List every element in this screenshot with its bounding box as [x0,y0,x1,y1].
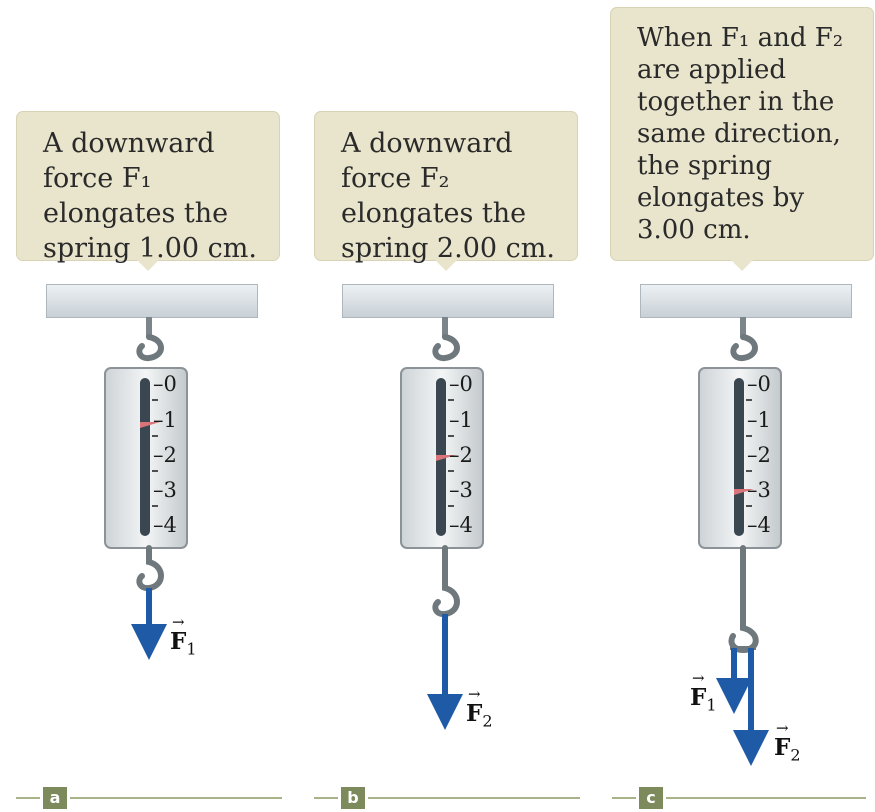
scale-a-tick-2: –2 [153,443,177,467]
scale-a-tick-4: –4 [153,513,177,537]
force-label-c-f2: F2 [774,719,801,765]
panel-rule-a-right [70,797,282,799]
callout-b-line-4: spring 2.00 cm. [341,233,555,264]
scale-a [104,317,188,660]
pointer-c [734,489,754,495]
scale-c-tick-1: –1 [747,408,771,432]
callout-b-line-1: A downward [341,128,513,159]
scale-a-tick-0: –0 [153,372,177,396]
ceiling-b [342,284,554,318]
callout-c-text: When F₁ and F₂ are applied together in t… [637,22,843,246]
ceiling-a [46,284,258,318]
callout-b-line-2: force F₂ [341,163,450,194]
scale-b-tick-0: –0 [449,372,473,396]
scale-a-tick-1: –1 [153,408,177,432]
callout-a-line-1: A downward [43,128,215,159]
scale-c-tick-2: –2 [747,443,771,467]
callout-a-line-3: elongates the [43,198,229,229]
pointer-b [436,455,456,461]
panel-label-a: a [43,787,67,809]
panel-label-b: b [341,787,365,809]
callout-c-line-3: together in the [637,87,835,117]
panel-rule-a [16,797,40,799]
callout-a-pointer [136,259,160,271]
callout-b: A downward force F₂ elongates the spring… [315,112,577,271]
callout-a-line-4: spring 1.00 cm. [43,233,257,264]
scale-c-tick-0: –0 [747,372,771,396]
force-label-a-f1: F1 [170,613,197,659]
scale-c [698,317,782,766]
callout-c-line-4: same direction, [637,119,841,149]
scale-c-tick-3: –3 [747,478,771,502]
callout-b-pointer [434,259,458,271]
callout-c-line-2: are applied [637,55,787,85]
ceiling-c [640,284,852,318]
callout-a: A downward force F₁ elongates the spring… [17,112,279,271]
scale-a-tick-3: –3 [153,478,177,502]
scale-b [400,317,484,730]
callout-a-text: A downward force F₁ elongates the spring… [43,126,257,266]
callout-c-pointer [730,259,754,271]
scale-b-tick-1: –1 [449,408,473,432]
force-label-c-f1: F1 [690,669,717,715]
panel-rule-b-right [368,797,580,799]
scale-b-tick-2: –2 [449,443,473,467]
panel-rule-b [314,797,338,799]
callout-c: When F₁ and F₂ are applied together in t… [611,8,873,271]
force-label-b-f2: F2 [466,685,493,731]
callout-c-line-1: When F₁ and F₂ [637,23,844,53]
pointer-a [140,422,160,428]
scale-b-tick-4: –4 [449,513,473,537]
callout-b-line-3: elongates the [341,198,527,229]
scale-b-tick-3: –3 [449,478,473,502]
callout-c-line-7: 3.00 cm. [637,215,751,245]
panel-rule-c-right [666,797,866,799]
panel-label-c: c [639,787,663,809]
scale-c-tick-4: –4 [747,513,771,537]
panel-rule-c [612,797,636,799]
callout-c-line-6: elongates by [637,183,805,213]
callout-c-line-5: the spring [637,151,772,181]
callout-a-line-2: force F₁ [43,163,152,194]
callout-b-text: A downward force F₂ elongates the spring… [341,126,555,266]
minor-ticks [152,399,752,507]
